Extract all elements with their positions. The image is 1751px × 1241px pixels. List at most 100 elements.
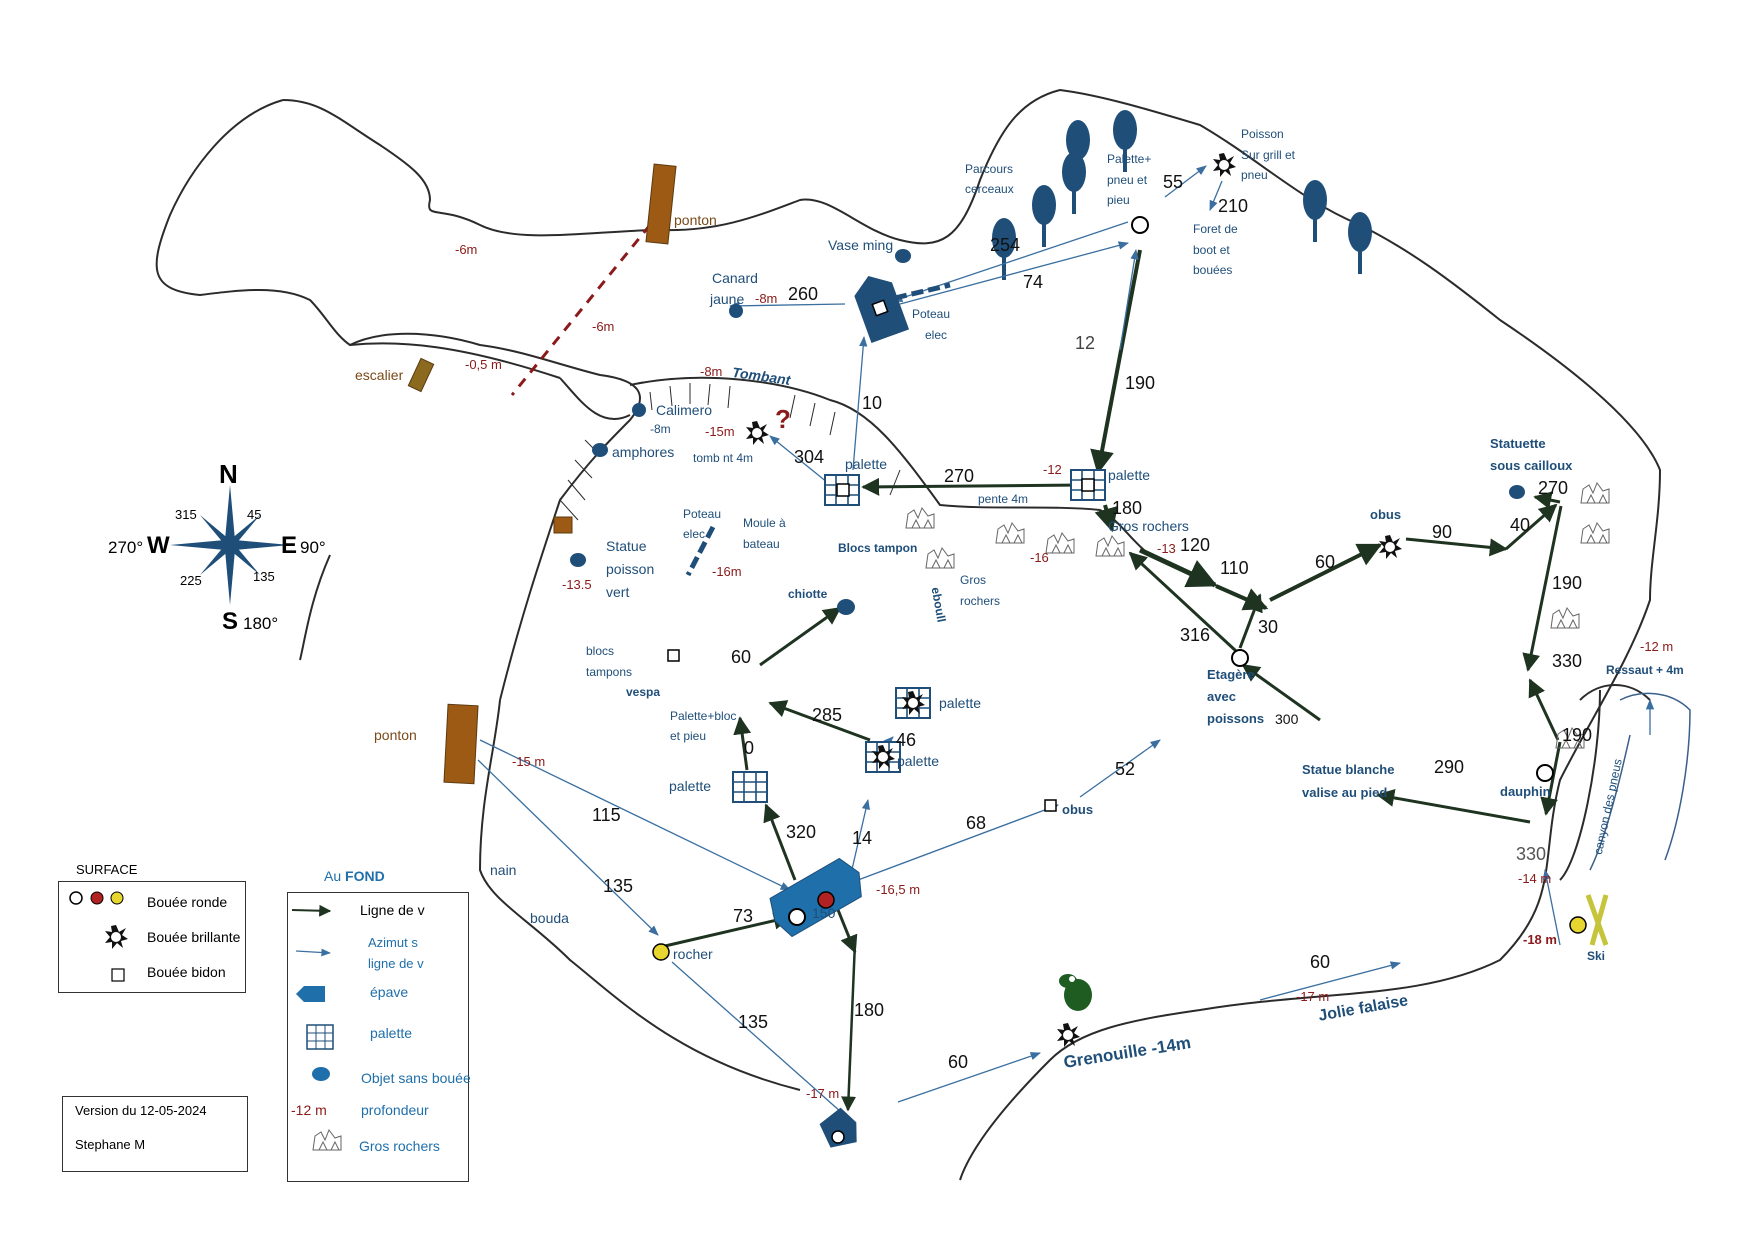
- legend-bright-buoy: Bouée brillante: [147, 929, 241, 945]
- bidon-buoy-icon: [1081, 478, 1095, 492]
- poteau-elec-label: elec: [925, 328, 948, 342]
- depth-calimero: -8m: [650, 422, 671, 436]
- bright-buoy-icon: [1213, 153, 1236, 177]
- legend-palette: palette: [370, 1025, 413, 1041]
- bearing-label: 10: [862, 393, 883, 413]
- foret-label: Foret de: [1193, 222, 1238, 236]
- bearing-label: 180: [854, 1000, 885, 1020]
- bright-buoy-icon: [746, 421, 769, 445]
- nain-label: nain: [490, 862, 517, 878]
- gros-rochers-label: Gros: [960, 573, 987, 587]
- legend-epave: épave: [370, 984, 409, 1000]
- depth-label: -8m: [755, 291, 778, 306]
- bearing-label: 60: [731, 647, 752, 667]
- round-buoy-red: [817, 891, 835, 909]
- legend-bidon-buoy: Bouée bidon: [147, 964, 226, 980]
- palette-pneu-label: pneu et: [1107, 173, 1148, 187]
- small-ponton: [553, 516, 573, 534]
- legend-surface-box: [58, 881, 246, 993]
- rocks-icon: [905, 507, 935, 529]
- legend-route: Ligne de v: [360, 902, 425, 918]
- legend-surface-title: SURFACE: [76, 862, 138, 877]
- depth-label: -15 m: [512, 754, 546, 769]
- depth-label: -6m: [592, 319, 615, 334]
- chiotte-label: chiotte: [788, 587, 828, 601]
- legend-symbols: [69, 891, 342, 1151]
- bouda-label: bouda: [530, 910, 569, 926]
- bearing-label: 150: [812, 905, 836, 921]
- moule-label: bateau: [743, 537, 780, 551]
- epave-top: [854, 276, 910, 344]
- bright-buoy-icon: [1057, 1023, 1080, 1047]
- legend-objet: Objet sans bouée: [361, 1070, 471, 1086]
- canard-label: Canard: [712, 270, 758, 286]
- bearing-label: 30: [1258, 617, 1279, 637]
- escalier: [407, 357, 435, 393]
- version-date: Version du 12-05-2024: [75, 1103, 207, 1118]
- depth-label: -16m: [712, 564, 742, 579]
- legend-azimut: Azimut s: [368, 935, 418, 950]
- compass-rose-icon: [170, 485, 290, 605]
- poteau-elec-mid: [685, 525, 716, 577]
- obus-label: obus: [1062, 802, 1094, 817]
- statue-label: poisson: [606, 561, 655, 577]
- round-buoy-white: [831, 1130, 845, 1144]
- poisson-label: Poisson: [1241, 127, 1284, 141]
- bearing-label: 52: [1115, 759, 1136, 779]
- bearing-label: 55: [1163, 172, 1184, 192]
- bearing-label: 60: [1310, 952, 1331, 972]
- bearing-label: 304: [794, 447, 825, 467]
- bidon-buoy-icon: [836, 483, 850, 497]
- compass-east: E: [281, 532, 298, 559]
- bearing-label: 260: [788, 284, 819, 304]
- bearing-label: 190: [1562, 725, 1593, 745]
- compass-se: 135: [253, 569, 275, 584]
- bidon-buoy-icon: [667, 649, 680, 662]
- epave-main: [769, 857, 862, 938]
- ponton-top-label: ponton: [674, 212, 717, 228]
- bearing-label: 110: [1220, 558, 1249, 578]
- depth-label: -12: [1043, 462, 1062, 477]
- ressaut-label: Ressaut + 4m: [1606, 663, 1684, 677]
- jaune-label: jaune: [710, 291, 745, 307]
- palette-bloc-label: et pieu: [670, 729, 707, 743]
- question-mark: ?: [775, 404, 791, 434]
- vase-ming-label: Vase ming: [828, 237, 894, 253]
- statuette-label: sous cailloux: [1490, 458, 1573, 473]
- bearing-label: 254: [990, 235, 1021, 255]
- gros-rochers-label: Gros rochers: [1108, 518, 1189, 534]
- ponton-left: [443, 703, 479, 785]
- bearing-label: 40: [1510, 515, 1531, 535]
- compass-south-deg: 180°: [243, 614, 279, 633]
- round-buoy-white: [788, 908, 806, 926]
- rocks-icon: [1045, 532, 1075, 554]
- ski-icon: [1585, 894, 1609, 946]
- compass-north: N: [219, 459, 238, 489]
- statue-blanche-label: Statue blanche: [1302, 762, 1395, 777]
- bearing-label: 115: [592, 805, 621, 825]
- compass-nw: 315: [175, 507, 197, 522]
- bearing-label: 14: [852, 828, 873, 848]
- rocks-icon: [1550, 607, 1580, 629]
- version-author: Stephane M: [75, 1137, 146, 1152]
- bearing-label: 60: [948, 1052, 969, 1072]
- obus-label: obus: [1370, 507, 1402, 522]
- compass-south: S: [222, 608, 239, 635]
- bearing-label: 270: [944, 466, 975, 486]
- legend-profondeur: profondeur: [361, 1102, 429, 1118]
- amphores-label: amphores: [612, 444, 675, 460]
- bearing-label: 285: [812, 705, 843, 725]
- compass-sw: 225: [180, 573, 202, 588]
- palette-bloc-label: Palette+bloc: [670, 709, 737, 723]
- palette-label: palette: [1108, 467, 1151, 483]
- bearing-label: 135: [738, 1012, 769, 1032]
- dive-route-lines: [664, 249, 1563, 1112]
- depth-label: -13: [1157, 541, 1176, 556]
- poisson-label: pneu: [1241, 168, 1268, 182]
- legend-fond-title-fond: FOND: [345, 868, 385, 884]
- tree-icon: [1303, 180, 1327, 242]
- calimero-label: Calimero: [656, 402, 713, 418]
- legend-azimut: ligne de v: [368, 956, 424, 971]
- legend-fond-box: [287, 892, 469, 1182]
- poisson-label: Sur grill et: [1241, 148, 1296, 162]
